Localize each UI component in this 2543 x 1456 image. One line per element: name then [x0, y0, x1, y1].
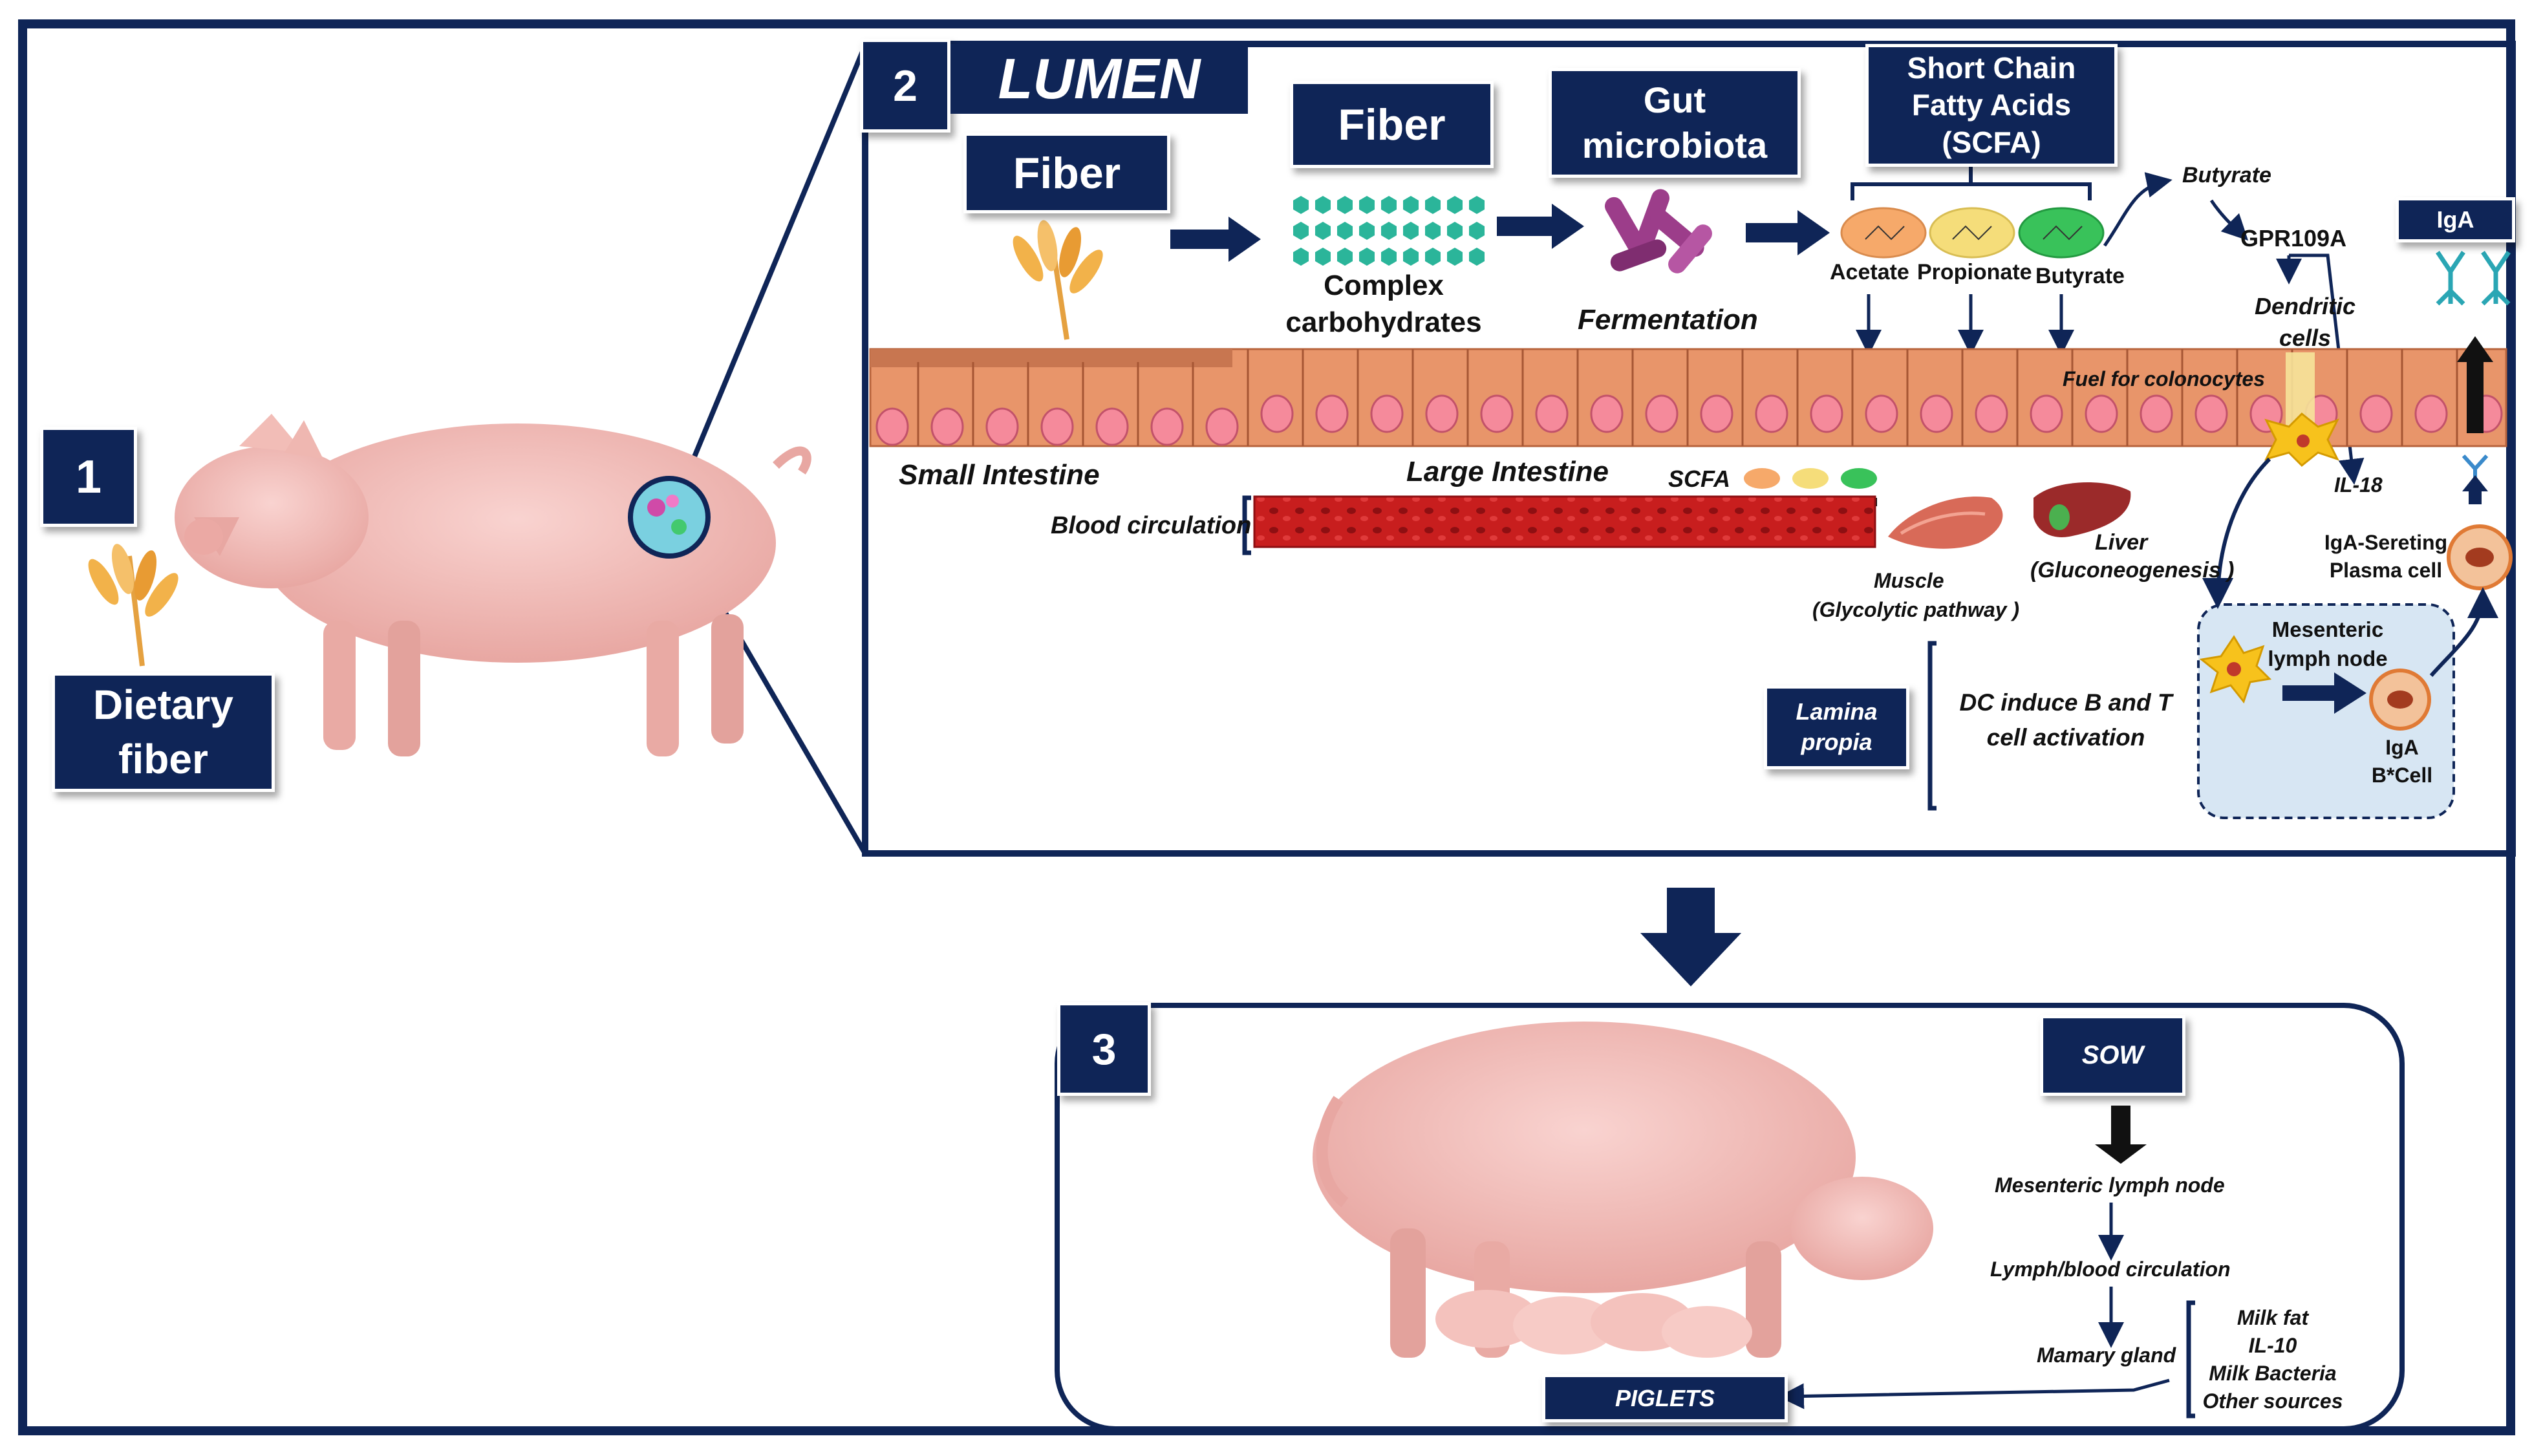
cell-dividers	[917, 349, 2458, 446]
butyrate-label: Butyrate	[2035, 264, 2125, 288]
muscle-label: Muscle	[1874, 569, 1944, 592]
blood-circulation-label: Blood circulation	[1051, 512, 1252, 539]
panel3-frame	[1055, 1003, 2405, 1431]
mamary-gland-label: Mamary gland	[2037, 1344, 2176, 1367]
small-intestine-label: Small Intestine	[899, 459, 1100, 491]
il18-label: IL-18	[2334, 473, 2383, 497]
gpr109a-label: GPR109A	[2240, 225, 2347, 252]
carbohydrate-chain-icon	[1293, 196, 1485, 266]
dendritic-cells-label: Dendritic cells	[2254, 293, 2356, 351]
zoom-line-top	[686, 44, 868, 472]
dc-induce-label: DC induce B and T cell activation	[1959, 689, 2173, 751]
gluconeogenesis-label: (Gluconeogenesis )	[2030, 558, 2235, 583]
iga-antibody-icon	[2436, 251, 2511, 306]
lymph-arrow	[2282, 672, 2366, 714]
panel2-frame	[862, 41, 2516, 857]
blood-vessel	[1253, 495, 1876, 548]
intestine-cells	[875, 394, 2503, 446]
lymph-node-box	[2197, 603, 2455, 819]
milk-fat-label: Milk fat	[2237, 1306, 2309, 1329]
il10-label: IL-10	[2248, 1334, 2297, 1357]
fuel-colonocytes-label: Fuel for colonocytes	[2063, 367, 2265, 391]
large-intestine-label: Large Intestine	[1406, 456, 1609, 487]
iga-plasma-cell-label: IgA-Sereting Plasma cell	[2324, 531, 2448, 583]
mesenteric-lymph-node-p3-label: Mesenteric lymph node	[1995, 1173, 2225, 1197]
lumen-arrows	[1170, 204, 1830, 262]
glycolytic-label: (Glycolytic pathway )	[1812, 598, 2020, 621]
fiber-box-2: Fiber	[1290, 81, 1494, 168]
wheat-icon-panel1	[88, 544, 178, 667]
iga-bcell-label: IgA B*Cell	[2371, 736, 2433, 787]
scfa-header-box: Short Chain Fatty Acids (SCFA)	[1865, 44, 2118, 167]
butyrate-oval	[2018, 207, 2105, 259]
piglets-box: PIGLETS	[1542, 1374, 1788, 1422]
fermentation-label: Fermentation	[1578, 304, 1758, 336]
mesenteric-lymph-node-label: Mesenteric lymph node	[2268, 617, 2388, 670]
butyrate-top-label: Butyrate	[2182, 163, 2271, 187]
gut-microbiota-box: Gut microbiota	[1549, 68, 1801, 178]
sow-down-arrow	[2095, 1106, 2147, 1164]
wheat-icon-panel2	[1013, 220, 1103, 340]
lumen-header: LUMEN	[950, 44, 1248, 114]
iga-top-box: IgA	[2396, 197, 2515, 242]
sow-illustration	[1313, 1022, 1933, 1358]
propionate-label: Propionate	[1917, 260, 2032, 284]
other-sources-label: Other sources	[2202, 1389, 2343, 1413]
villi-strip	[870, 349, 1232, 367]
panel-number-3: 3	[1057, 1002, 1151, 1096]
iga-up-arrow-shaft	[2467, 362, 2484, 433]
panel-number-1: 1	[40, 427, 137, 527]
acetate-oval	[1840, 207, 1927, 259]
bacteria-icon	[1605, 189, 1712, 273]
liver-icon	[2033, 482, 2131, 537]
sow-box: SOW	[2040, 1015, 2185, 1096]
lamina-propia-box: Lamina propia	[1764, 685, 1909, 769]
panel-number-2: 2	[860, 39, 950, 133]
liver-label: Liver	[2095, 530, 2148, 555]
milk-bacteria-label: Milk Bacteria	[2209, 1362, 2337, 1385]
muscle-icon	[1888, 497, 2003, 549]
magnifier-circle	[628, 476, 711, 559]
scfa-label: SCFA	[1668, 466, 1731, 492]
fiber-box-1: Fiber	[963, 133, 1170, 213]
complex-carbohydrates-label: Complex carbohydrates	[1285, 269, 1482, 338]
down-arrow-panel3	[1631, 884, 1750, 992]
lymph-blood-label: Lymph/blood circulation	[1990, 1258, 2231, 1281]
dietary-fiber-box: Dietary fiber	[52, 672, 275, 792]
acetate-label: Acetate	[1830, 260, 1909, 284]
